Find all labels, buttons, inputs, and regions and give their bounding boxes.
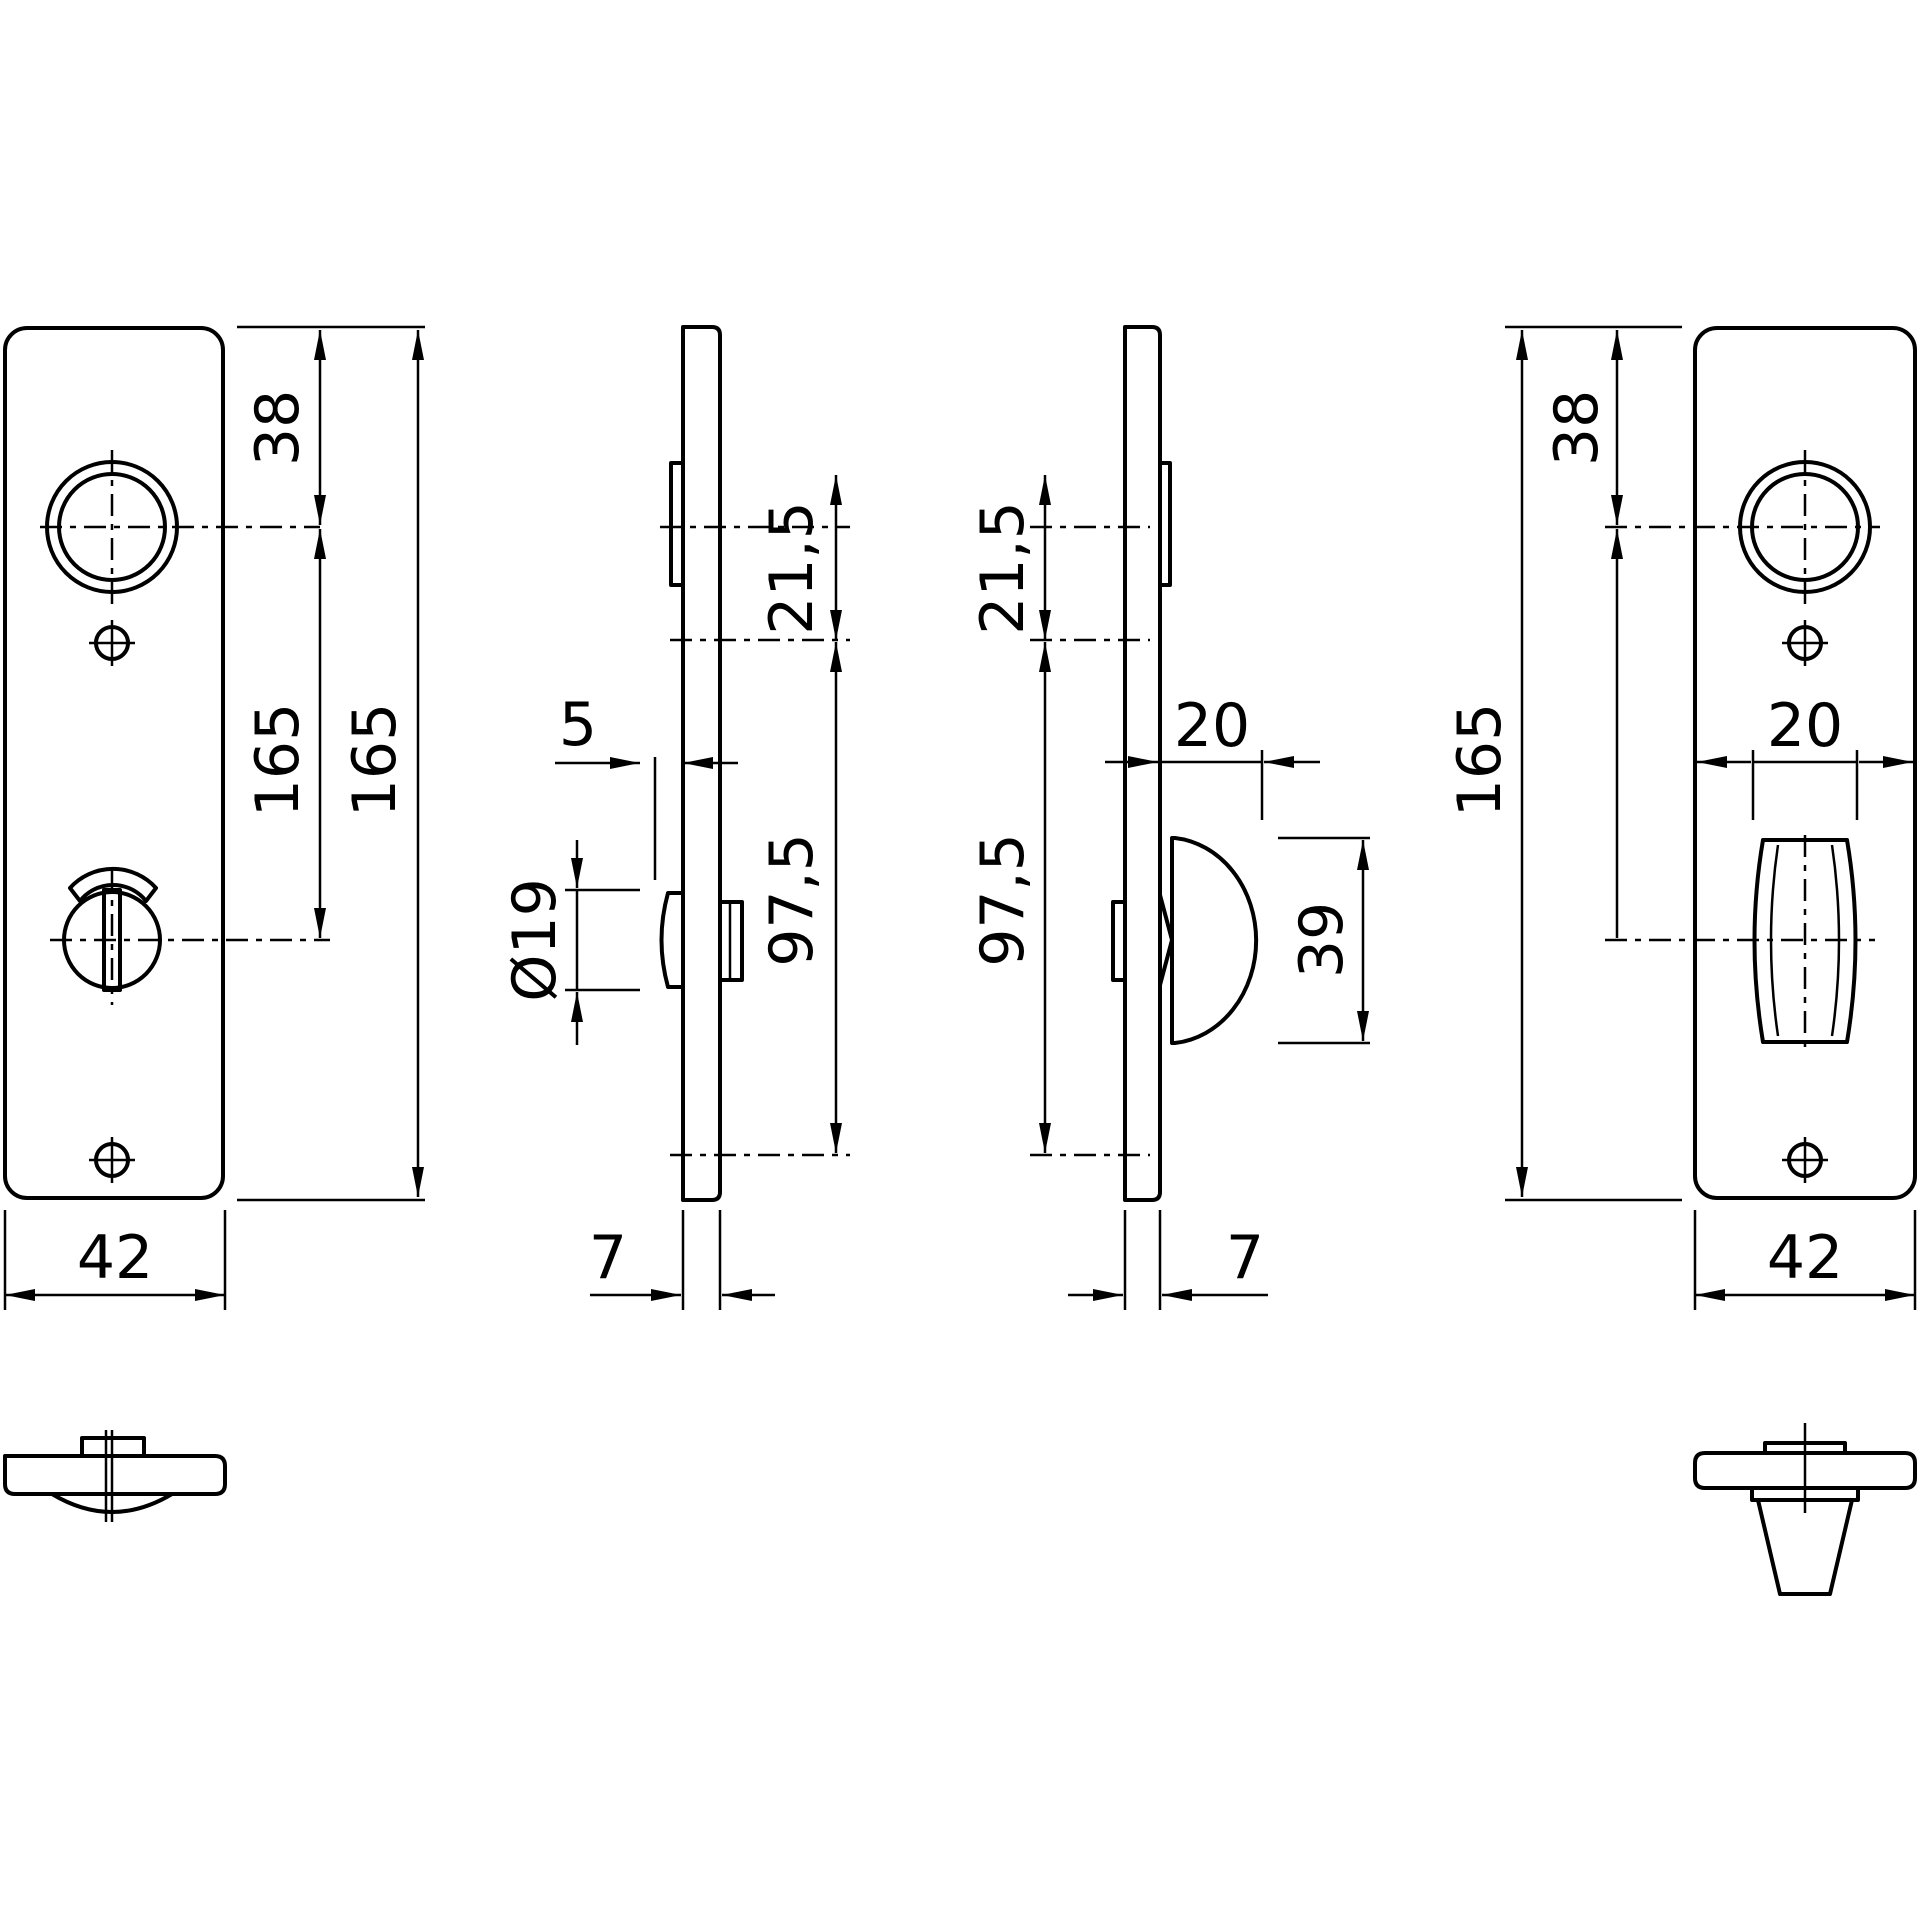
dim-label-42: 42	[77, 1223, 153, 1293]
thumbturn-side-icon	[659, 891, 744, 989]
dim-label-7-right: 7	[1226, 1223, 1264, 1293]
dim-label-5: 5	[559, 690, 597, 760]
screw-hole-lower-icon	[89, 1137, 135, 1183]
dim-label-7-left: 7	[589, 1223, 627, 1293]
dim-label-20-front: 20	[1767, 691, 1843, 761]
dim-label-diameter-19: Ø19	[500, 878, 570, 1002]
dim-label-38: 38	[243, 390, 313, 466]
dim-label-39: 39	[1287, 902, 1357, 978]
screw-hole-upper-icon	[89, 620, 135, 666]
top-view-right	[1693, 1423, 1917, 1596]
dim-label-38-right: 38	[1542, 390, 1612, 466]
screw-hole-upper-right-icon	[1782, 620, 1828, 666]
side-plate-outline	[681, 325, 722, 1202]
cylinder-hole-right-icon	[1738, 450, 1872, 605]
cylinder-boss	[669, 461, 685, 587]
dim-label-97-5-left: 97,5	[757, 833, 827, 967]
cylinder-hole-icon	[45, 450, 179, 605]
front-view-left: 38 165 165 42	[3, 325, 425, 1310]
front-view-right: 38 165 20 42	[1445, 325, 1917, 1310]
thumbturn-knob-front-icon	[1752, 835, 1858, 1050]
side-view-right: 21,5 97,5 20 39 7	[968, 325, 1370, 1310]
dim-label-165-inner: 165	[243, 703, 313, 818]
side-view-left: 21,5 97,5 5 Ø19 7	[500, 325, 850, 1310]
side-plate-outline-right	[1123, 325, 1162, 1202]
escutcheon-plate-outline-right	[1693, 326, 1917, 1200]
escutcheon-plate-outline	[3, 326, 225, 1200]
dim-label-165-right: 165	[1445, 703, 1515, 818]
dim-label-42-right: 42	[1767, 1223, 1843, 1293]
thumbturn-indicator-icon	[62, 866, 162, 1005]
thumbturn-knob-side-icon	[1158, 836, 1259, 1045]
dim-label-97-5-right: 97,5	[968, 833, 1038, 967]
dim-label-165-total: 165	[340, 703, 410, 818]
dim-label-21-5-left: 21,5	[757, 501, 827, 635]
dim-label-21-5-right: 21,5	[968, 501, 1038, 635]
screw-hole-lower-right-icon	[1782, 1137, 1828, 1183]
top-view-left	[3, 1430, 227, 1522]
dim-label-20-side: 20	[1174, 691, 1250, 761]
